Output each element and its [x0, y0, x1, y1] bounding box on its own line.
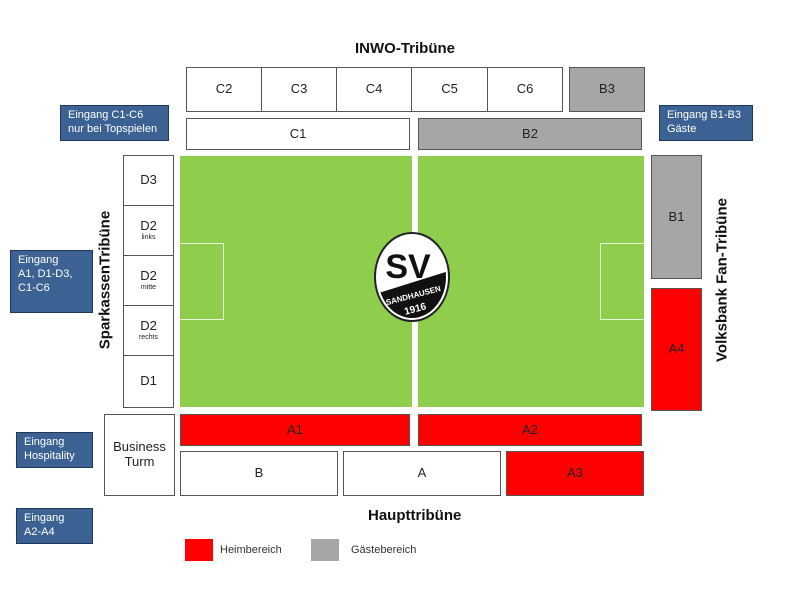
entrance-line: A2-A4 — [24, 525, 55, 538]
block-b[interactable]: B — [180, 451, 338, 496]
block-c1[interactable]: C1 — [186, 118, 410, 150]
block-d2-links[interactable]: D2 links — [123, 205, 174, 256]
logo-initials: SV — [385, 248, 431, 286]
entrance-a1-d1-d3-c1-c6[interactable]: Eingang A1, D1-D3, C1-C6 — [10, 250, 93, 313]
block-sublabel: mitte — [140, 283, 157, 291]
block-sublabel: links — [141, 233, 156, 241]
entrance-line: nur bei Topspielen — [68, 122, 158, 135]
block-c6[interactable]: C6 — [487, 67, 563, 112]
entrance-line: Eingang — [24, 512, 65, 524]
block-c5[interactable]: C5 — [411, 67, 488, 112]
block-d3[interactable]: D3 — [123, 155, 174, 206]
block-label: Business — [113, 439, 166, 455]
block-d1[interactable]: D1 — [123, 355, 174, 408]
entrance-line: A1, D1-D3, — [18, 267, 73, 280]
entrance-a2-a4[interactable]: Eingang A2-A4 — [16, 508, 93, 544]
block-label: D2 — [140, 218, 157, 233]
legend-home-swatch — [185, 539, 213, 561]
entrance-line: Gäste — [667, 122, 697, 135]
block-d2-mitte[interactable]: D2 mitte — [123, 255, 174, 306]
entrance-b1-b3[interactable]: Eingang B1-B3 Gäste — [659, 105, 753, 141]
south-stand-title: Haupttribüne — [368, 507, 462, 524]
north-stand-title: INWO-Tribüne — [355, 40, 455, 57]
legend-home-label: Heimbereich — [220, 544, 282, 556]
block-a2[interactable]: A2 — [418, 414, 642, 446]
business-tower[interactable]: Business Turm — [104, 414, 175, 496]
entrance-line: Eingang — [18, 254, 59, 266]
penalty-area-left — [180, 243, 224, 320]
east-stand-title: Volksbank Fan-Tribüne — [713, 198, 731, 362]
block-a3[interactable]: A3 — [506, 451, 644, 496]
legend-away-label: Gästebereich — [351, 544, 417, 556]
block-label: D2 — [140, 268, 157, 283]
block-label: Turm — [124, 454, 155, 469]
block-a1[interactable]: A1 — [180, 414, 410, 446]
block-c4[interactable]: C4 — [336, 67, 412, 112]
pitch-right-half — [418, 156, 644, 407]
block-a[interactable]: A — [343, 451, 501, 496]
block-c3[interactable]: C3 — [261, 67, 337, 112]
pitch-left-half — [180, 156, 412, 407]
block-c2[interactable]: C2 — [186, 67, 262, 112]
entrance-line: C1-C6 — [18, 281, 50, 294]
penalty-area-right — [600, 243, 644, 320]
block-a4[interactable]: A4 — [651, 288, 702, 411]
west-stand-title: SparkassenTribüne — [96, 210, 114, 350]
entrance-hospitality[interactable]: Eingang Hospitality — [16, 432, 93, 468]
entrance-line: Eingang B1-B3 — [667, 109, 741, 121]
block-b2[interactable]: B2 — [418, 118, 642, 150]
block-label: D2 — [140, 318, 157, 333]
legend-away-swatch — [311, 539, 339, 561]
entrance-line: Eingang — [24, 436, 65, 448]
entrance-line: Hospitality — [24, 449, 75, 462]
block-sublabel: rechts — [138, 333, 159, 341]
entrance-c1-c6[interactable]: Eingang C1-C6 nur bei Topspielen — [60, 105, 169, 141]
block-d2-rechts[interactable]: D2 rechts — [123, 305, 174, 356]
sv-sandhausen-logo: SV SANDHAUSEN 1916 — [374, 232, 450, 322]
entrance-line: Eingang C1-C6 — [68, 109, 144, 121]
block-b1[interactable]: B1 — [651, 155, 702, 279]
block-b3[interactable]: B3 — [569, 67, 645, 112]
